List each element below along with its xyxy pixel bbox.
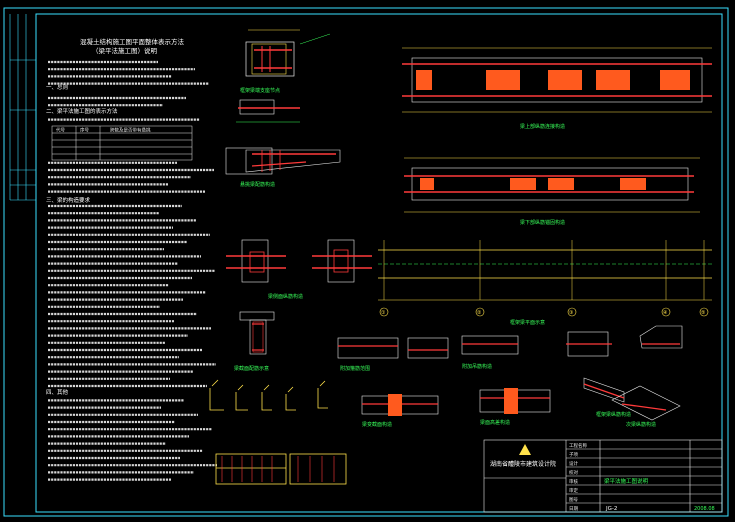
axis-label-1: ①	[381, 310, 386, 316]
title-block-row-label: 校对	[569, 469, 578, 476]
caption-section-change: 梁变截面构造	[362, 421, 392, 428]
table-header-code: 代号	[56, 127, 65, 134]
additional-stirrup-details	[337, 325, 683, 359]
caption-bottom-anchorage: 梁下部纵筋锚固构造	[520, 219, 565, 226]
caption-side-bars: 梁侧面纵筋构造	[268, 293, 303, 300]
beam-section-detail	[239, 311, 275, 355]
drawing-name: 梁平法施工图说明	[604, 477, 649, 485]
title-block-row-label: 审核	[569, 478, 578, 485]
table-header-span: 跨数及是否带有悬挑	[110, 127, 151, 134]
company-logo-icon	[519, 444, 531, 455]
company-name: 湖南省醴陵市建筑设计院	[490, 460, 556, 468]
title-block-row-label: 工程名称	[569, 442, 587, 449]
caption-section: 梁截面配筋示意	[234, 365, 269, 372]
notes-body-text	[48, 60, 217, 481]
title-block-row-label: 审定	[569, 487, 578, 494]
general-notes: 混凝土结构施工图平面整体表示方法 （梁平法施工图）说明 一、总则 二、梁平法施工…	[46, 37, 217, 481]
beam-end-support-detail	[245, 29, 331, 77]
axis-label-2: ②	[477, 310, 482, 316]
stirrup-hatch	[221, 456, 335, 482]
caption-secondary-beam: 次梁纵筋构造	[626, 421, 656, 428]
beam-bottom-anchorage-detail	[236, 99, 300, 123]
caption-level-difference: 梁面高差构造	[480, 419, 510, 426]
section-heading-1: 一、总则	[46, 83, 68, 91]
axis-label-4: ④	[663, 310, 668, 316]
column-node-right	[312, 239, 372, 283]
caption-extra-stirrup: 附加箍筋范围	[340, 365, 370, 372]
title-block	[483, 439, 723, 513]
section-heading-3: 三、梁的构造要求	[46, 196, 91, 204]
inner-frame	[35, 13, 723, 513]
section-heading-4: 四、其他	[46, 388, 69, 396]
title-block-row-label: 设计	[569, 460, 578, 467]
section-heading-2: 二、梁平法施工图的表示方法	[46, 107, 118, 115]
caption-end-support: 框架梁端支座节点	[240, 87, 280, 94]
title-block-row-label: 图号	[569, 497, 578, 503]
notes-title-2: （梁平法施工图）说明	[92, 46, 158, 55]
drawing-date: 2008.08	[694, 506, 715, 512]
beam-code-table	[51, 125, 193, 161]
column-node-left	[226, 239, 286, 283]
table-header-index: 序号	[80, 127, 89, 134]
outer-frame	[3, 7, 729, 517]
caption-top-splice: 梁上部纵筋连接构造	[520, 123, 565, 130]
caption-cantilever: 悬挑梁配筋构造	[240, 181, 275, 188]
notes-title-1: 混凝土结构施工图平面整体表示方法	[80, 37, 185, 46]
title-block-row-label: 日期	[569, 506, 578, 512]
axis-label-3: ③	[569, 310, 573, 316]
sheet-number: JG-2	[605, 506, 617, 512]
binding-strip	[9, 14, 36, 201]
top-bar-splice-elevation	[402, 47, 712, 113]
beam-change-details	[361, 377, 681, 421]
stirrup-hook-details	[209, 379, 347, 485]
caption-frame-beam: 框架梁纵筋构造	[596, 411, 631, 418]
caption-beam-plan: 框架梁平面示意	[510, 319, 545, 326]
caption-hanger-bar: 附加吊筋构造	[462, 363, 492, 370]
axis-label-5: ⑤	[701, 310, 705, 316]
cantilever-beam-detail	[225, 147, 341, 175]
title-block-row-label: 子项	[569, 451, 578, 458]
bottom-bar-elevation	[404, 157, 700, 213]
frame-beam-plan	[378, 240, 712, 317]
